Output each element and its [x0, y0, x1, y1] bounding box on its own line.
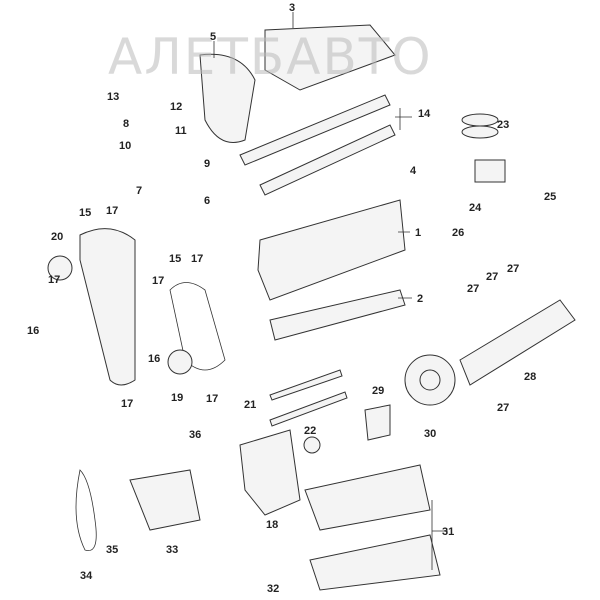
part-label: 4: [410, 165, 417, 177]
part-label: 6: [204, 195, 210, 207]
seal: [303, 404, 391, 454]
part-label: 35: [106, 544, 118, 556]
part-label: 36: [189, 429, 201, 441]
part-label: 3: [289, 2, 295, 14]
part-label: 11: [175, 125, 187, 137]
part-label: 30: [424, 428, 436, 440]
timing-cover-lower: [239, 429, 301, 516]
part-label: 27: [507, 263, 519, 275]
oil-pan: [304, 464, 441, 591]
part-label: 33: [166, 544, 178, 556]
part-label: 9: [204, 158, 210, 170]
part-label: 17: [48, 274, 60, 286]
part-label: 28: [524, 371, 536, 383]
part-label: 19: [171, 392, 183, 404]
part-label: 1: [415, 227, 421, 239]
part-label: 15: [169, 253, 181, 265]
part-label: 34: [80, 570, 93, 582]
part-label: 14: [418, 108, 431, 120]
part-label: 27: [486, 271, 498, 283]
drive-belt: [75, 469, 97, 552]
head-gasket: [269, 289, 406, 341]
part-label: 16: [27, 325, 39, 337]
watermark: АЛЕТБАВТО: [108, 28, 433, 86]
part-label: 29: [372, 385, 384, 397]
callout-labels: 3 5 13 12 8 11 10 9 7 6 14 23 4 24 25 26…: [27, 2, 556, 595]
valve-cover: [264, 24, 396, 91]
part-label: 17: [152, 275, 164, 287]
part-label: 23: [497, 119, 509, 131]
part-label: 7: [136, 185, 142, 197]
part-label: 17: [191, 253, 203, 265]
part-label: 18: [266, 519, 278, 531]
part-label: 27: [467, 283, 479, 295]
part-label: 2: [417, 293, 423, 305]
part-label: 17: [121, 398, 133, 410]
timing-chain-left: [79, 228, 136, 386]
part-label: 20: [51, 231, 63, 243]
part-label: 15: [79, 207, 91, 219]
part-label: 21: [244, 399, 256, 411]
part-label: 31: [442, 526, 454, 538]
injectors: [269, 369, 348, 427]
crankshaft: [459, 299, 576, 386]
part-label: 8: [123, 118, 129, 130]
part-label: 24: [469, 202, 482, 214]
cylinder-head: [257, 199, 406, 301]
timing-chain-right: [169, 282, 226, 371]
part-label: 27: [497, 402, 509, 414]
part-label: 32: [267, 583, 279, 595]
part-label: 25: [544, 191, 556, 203]
part-label: 10: [119, 140, 131, 152]
part-label: 17: [206, 393, 218, 405]
sprocket: [47, 255, 193, 375]
part-label: 13: [107, 91, 119, 103]
part-label: 12: [170, 101, 182, 113]
timing-cover-upper: [199, 53, 256, 143]
part-label: 17: [106, 205, 118, 217]
part-label: 22: [304, 425, 316, 437]
part-label: 16: [148, 353, 160, 365]
camshafts: [239, 94, 396, 196]
oil-pump: [129, 469, 201, 531]
part-label: 5: [210, 31, 216, 43]
piston: [461, 113, 506, 183]
part-label: 26: [452, 227, 464, 239]
pulley: [404, 354, 456, 406]
